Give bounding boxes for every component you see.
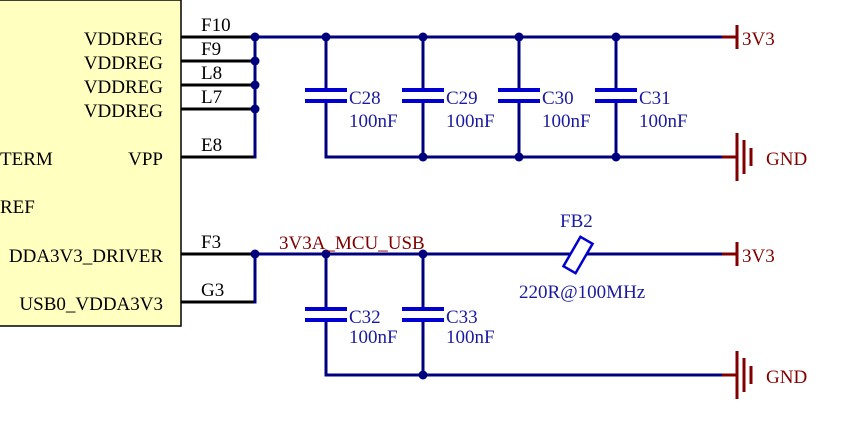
junction-dot <box>250 104 260 114</box>
pin-name-vddreg-1: VDDREG <box>84 29 163 50</box>
capacitor-c31[interactable] <box>595 88 637 103</box>
junction-dot <box>250 249 260 259</box>
cap-ref-c30: C30 <box>542 88 574 109</box>
pin-name-usb-vdda: USB0_VDDA3V3 <box>19 294 163 315</box>
junction-dot <box>321 32 331 42</box>
pin-number-e8: E8 <box>201 135 222 156</box>
junction-dot <box>514 152 524 162</box>
top-power-net[interactable] <box>253 35 724 159</box>
cap-value-c33: 100nF <box>446 327 495 348</box>
cap-ref-c28: C28 <box>349 88 381 109</box>
junction-dot <box>611 152 621 162</box>
pin-number-f9: F9 <box>201 39 221 60</box>
power-port-3v3-bottom[interactable] <box>722 242 739 266</box>
cap-value-c31: 100nF <box>639 111 688 132</box>
cap-ref-c29: C29 <box>446 88 478 109</box>
pin-name-vddreg-3: VDDREG <box>84 77 163 98</box>
capacitor-c29[interactable] <box>402 88 444 103</box>
capacitor-c33[interactable] <box>402 307 444 322</box>
cap-value-c29: 100nF <box>446 111 495 132</box>
pin-name-vdda-driver: DDA3V3_DRIVER <box>9 246 163 267</box>
ic-body[interactable] <box>0 0 182 327</box>
power-label-3v3-bottom: 3V3 <box>742 246 775 267</box>
junction-dot <box>321 249 331 259</box>
pin-number-l8: L8 <box>201 63 222 84</box>
pin-name-vpp: VPP <box>128 149 163 170</box>
junction-dot <box>418 32 428 42</box>
top-gnd-net[interactable] <box>324 99 724 159</box>
bottom-gnd-net[interactable] <box>324 318 724 377</box>
junction-dot <box>611 32 621 42</box>
ferrite-bead-fb2[interactable] <box>558 235 602 275</box>
ferrite-ref: FB2 <box>560 211 593 232</box>
cap-ref-c31: C31 <box>639 88 671 109</box>
capacitor-c28[interactable] <box>305 88 347 103</box>
junction-dot <box>418 249 428 259</box>
pin-number-g3: G3 <box>201 280 224 301</box>
capacitor-c30[interactable] <box>498 88 540 103</box>
cap-ref-c33: C33 <box>446 307 478 328</box>
junction-dot <box>250 32 260 42</box>
cap-ref-c32: C32 <box>349 307 381 328</box>
junction-dot <box>418 370 428 380</box>
gnd-label-top: GND <box>766 149 807 170</box>
power-label-3v3-top: 3V3 <box>742 29 775 50</box>
capacitor-c32[interactable] <box>305 307 347 322</box>
pin-number-l7: L7 <box>201 87 222 108</box>
power-port-3v3-top[interactable] <box>722 25 739 49</box>
ferrite-value: 220R@100MHz <box>519 282 645 303</box>
gnd-label-bottom: GND <box>766 367 807 388</box>
gnd-symbol-top[interactable] <box>722 133 753 181</box>
pin-name-vddreg-4: VDDREG <box>84 101 163 122</box>
cap-value-c30: 100nF <box>542 111 591 132</box>
gnd-symbol-bottom[interactable] <box>722 351 753 399</box>
cap-value-c32: 100nF <box>349 327 398 348</box>
junction-dot <box>418 152 428 162</box>
usb-power-net[interactable] <box>253 252 724 311</box>
pin-name-term: TERM <box>0 149 53 170</box>
cap-value-c28: 100nF <box>349 111 398 132</box>
pin-number-f3: F3 <box>201 232 221 253</box>
net-label-3v3a-mcu-usb: 3V3A_MCU_USB <box>279 233 425 254</box>
pin-name-ref: REF <box>0 197 35 218</box>
junction-dot <box>250 80 260 90</box>
junction-dot <box>514 32 524 42</box>
junction-dot <box>250 56 260 66</box>
pin-name-vddreg-2: VDDREG <box>84 53 163 74</box>
pin-number-f10: F10 <box>201 15 231 36</box>
